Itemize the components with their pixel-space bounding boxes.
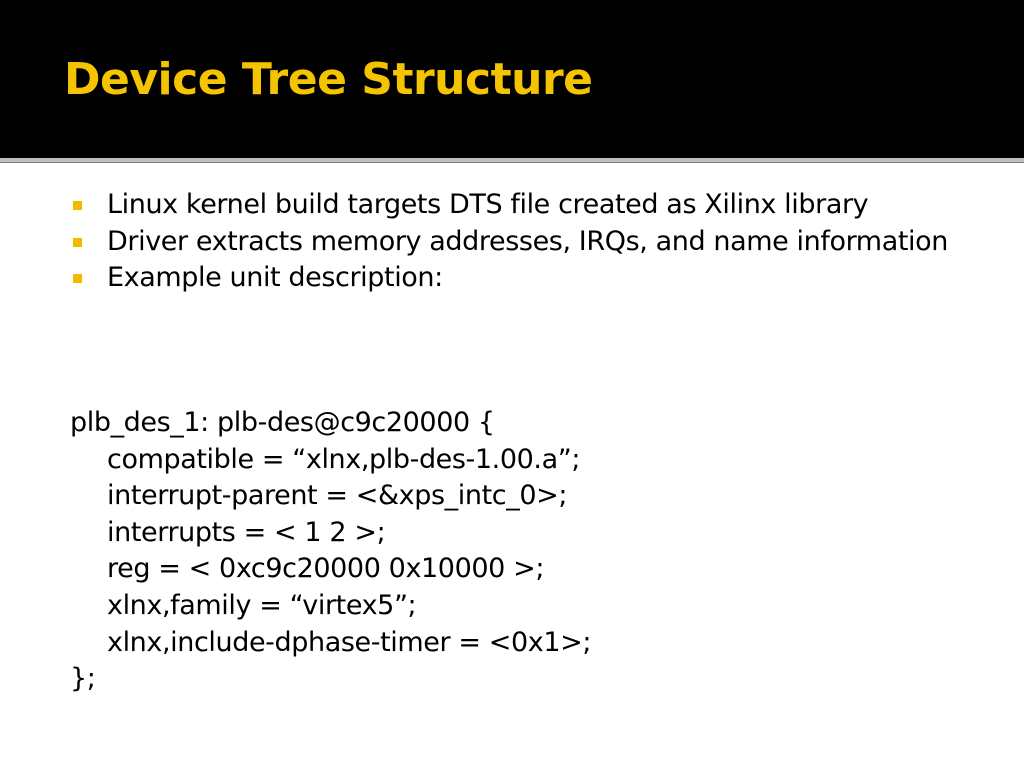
bullet-text: Example unit description: [107,262,443,293]
square-bullet-icon [73,274,82,283]
slide-content: Linux kernel build targets DTS file crea… [0,163,1024,768]
bullet-item: Driver extracts memory addresses, IRQs, … [70,224,950,261]
bullet-item: Linux kernel build targets DTS file crea… [70,187,950,224]
square-bullet-icon [73,237,82,247]
code-line: compatible = “xlnx,plb-des-1.00.a”; [107,443,581,475]
code-close-line: }; [70,663,96,695]
bullet-text: Linux kernel build targets DTS file crea… [107,189,869,220]
slide-title: Device Tree Structure [64,54,593,105]
code-line: xlnx,include-dphase-timer = <0x1>; [107,626,592,658]
square-bullet-icon [73,201,82,210]
code-open-line: plb_des_1: plb-des@c9c20000 { [70,407,495,438]
code-line: xlnx,family = “virtex5”; [107,589,417,621]
bullet-text: Driver extracts memory addresses, IRQs, … [107,225,948,257]
title-bar: Device Tree Structure [0,0,1024,158]
code-line: reg = < 0xc9c20000 0x10000 >; [107,553,545,585]
code-line: interrupts = < 1 2 >; [107,516,386,548]
title-separator [0,158,1024,162]
title-separator-shadow [0,162,1024,163]
bullet-list: Linux kernel build targets DTS file crea… [70,187,950,297]
device-tree-code: plb_des_1: plb-des@c9c20000 { compatible… [70,405,950,698]
code-line: interrupt-parent = <&xps_intc_0>; [107,480,568,512]
bullet-item: Example unit description: [70,260,950,297]
